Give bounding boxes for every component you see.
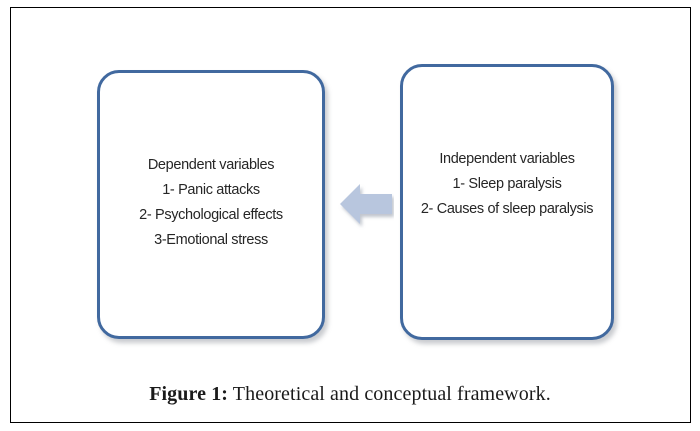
dependent-heading: Dependent variables <box>147 157 275 173</box>
figure-caption-text: Theoretical and conceptual framework. <box>228 383 551 405</box>
dependent-variables-text: Dependent variables 1- Panic attacks 2- … <box>100 153 322 253</box>
independent-variables-text: Independent variables 1- Sleep paralysis… <box>403 147 611 222</box>
arrow-left-shape <box>340 184 392 224</box>
independent-variables-box[interactable]: Independent variables 1- Sleep paralysis… <box>400 64 614 340</box>
figure-caption: Figure 1: Theoretical and conceptual fra… <box>0 383 700 406</box>
arrow-left-icon <box>338 176 394 232</box>
independent-item-1: 1- Sleep paralysis <box>452 176 562 192</box>
dependent-item-2: 2- Psychological effects <box>139 207 283 223</box>
figure-caption-label: Figure 1: <box>149 383 229 405</box>
dependent-variables-box[interactable]: Dependent variables 1- Panic attacks 2- … <box>97 70 325 339</box>
independent-heading: Independent variables <box>439 151 575 167</box>
independent-item-2: 2- Causes of sleep paralysis <box>420 201 594 217</box>
dependent-item-1: 1- Panic attacks <box>162 182 260 198</box>
dependent-item-3: 3-Emotional stress <box>154 232 268 248</box>
